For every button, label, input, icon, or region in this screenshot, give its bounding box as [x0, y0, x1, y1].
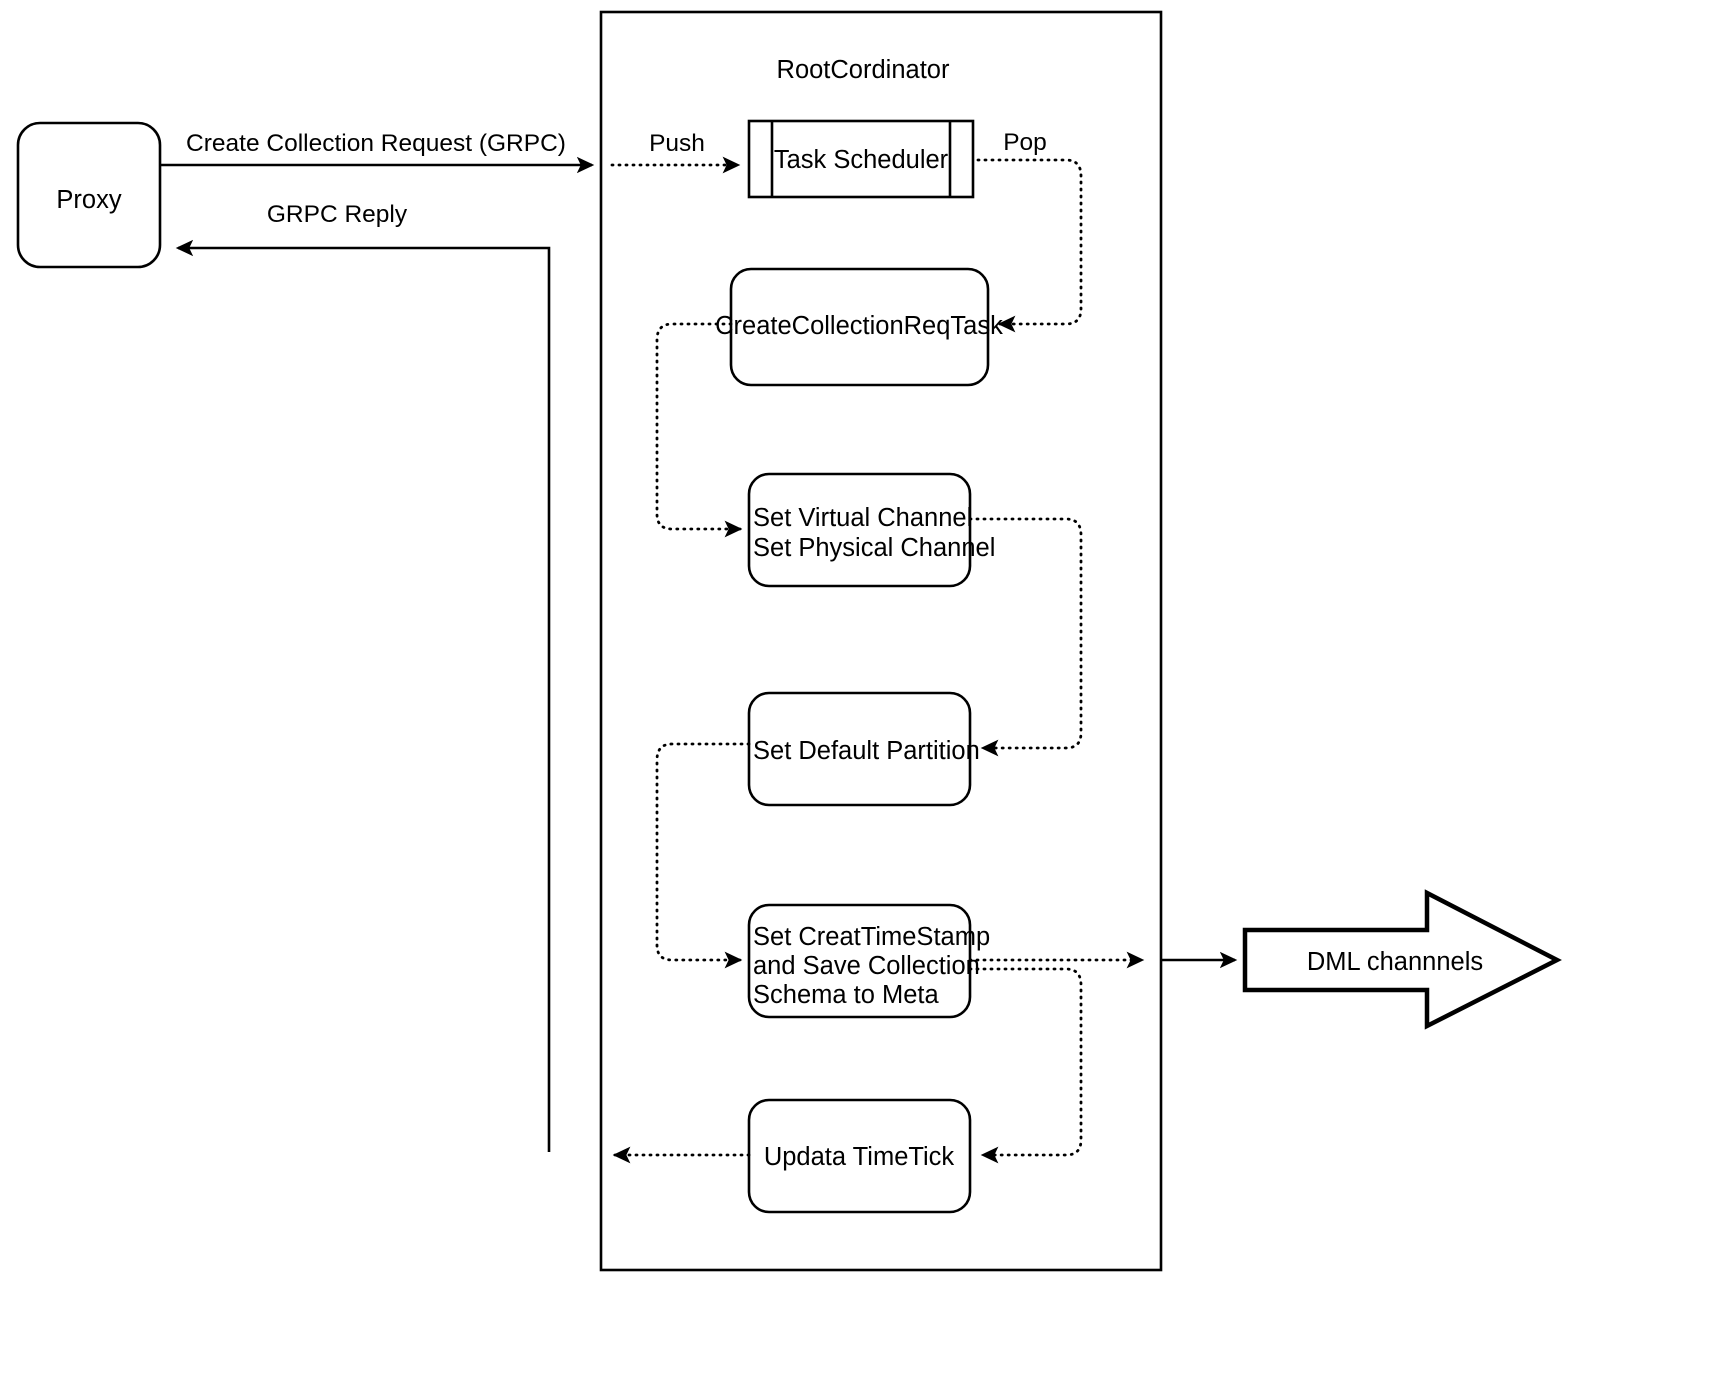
node-set-channel[interactable]: Set Virtual Channel Set Physical Channel: [747, 472, 995, 588]
edge-push-label: Push: [649, 130, 705, 157]
edge-pop-label: Pop: [1003, 129, 1047, 156]
node-set-default-partition-label: Set Default Partition: [753, 737, 980, 765]
edge-rootcoordinator-to-proxy: GRPC Reply: [175, 201, 551, 1152]
node-updata-timetick-label: Updata TimeTick: [764, 1143, 955, 1171]
edge-set-channel-to-default-partition: [968, 517, 1083, 757]
node-set-channel-label-line1: Set Virtual Channel: [753, 504, 972, 532]
node-dml-channnels[interactable]: DML channnels: [1242, 889, 1562, 1030]
container-rootcoordinator: RootCordinator: [599, 10, 1163, 1272]
edge-pop-from-task-scheduler: Pop: [976, 129, 1083, 333]
node-task-scheduler[interactable]: Task Scheduler: [747, 119, 975, 199]
edge-grpc-reply-label: GRPC Reply: [267, 201, 408, 228]
edge-create-collection-request-label: Create Collection Request (GRPC): [186, 130, 566, 157]
node-proxy-label: Proxy: [56, 186, 121, 214]
node-set-creat-timestamp[interactable]: Set CreatTimeStamp and Save Collection S…: [747, 903, 990, 1019]
node-proxy[interactable]: Proxy: [16, 121, 162, 269]
node-set-default-partition[interactable]: Set Default Partition: [747, 691, 980, 807]
node-updata-timetick[interactable]: Updata TimeTick: [747, 1098, 972, 1214]
node-set-creat-timestamp-label-line3: Schema to Meta: [753, 981, 939, 1009]
node-task-scheduler-label: Task Scheduler: [774, 146, 949, 174]
edge-proxy-to-rootcoordinator: Create Collection Request (GRPC): [161, 130, 595, 174]
node-dml-channnels-label: DML channnels: [1307, 948, 1483, 976]
node-set-creat-timestamp-label-line2: and Save Collection: [753, 952, 980, 980]
edge-default-partition-to-timestamp: [655, 742, 751, 969]
edge-timestamp-to-timetick: [968, 967, 1083, 1164]
edge-task-to-set-channel: [655, 322, 743, 538]
container-rootcoordinator-label: RootCordinator: [777, 56, 950, 84]
node-create-collection-req-task-label: CreateCollectionReqTask: [715, 312, 1003, 340]
edge-push-to-task-scheduler: Push: [610, 130, 741, 174]
node-set-creat-timestamp-label-line1: Set CreatTimeStamp: [753, 923, 990, 951]
node-set-channel-label-line2: Set Physical Channel: [753, 534, 995, 562]
node-create-collection-req-task[interactable]: CreateCollectionReqTask: [715, 267, 1003, 387]
